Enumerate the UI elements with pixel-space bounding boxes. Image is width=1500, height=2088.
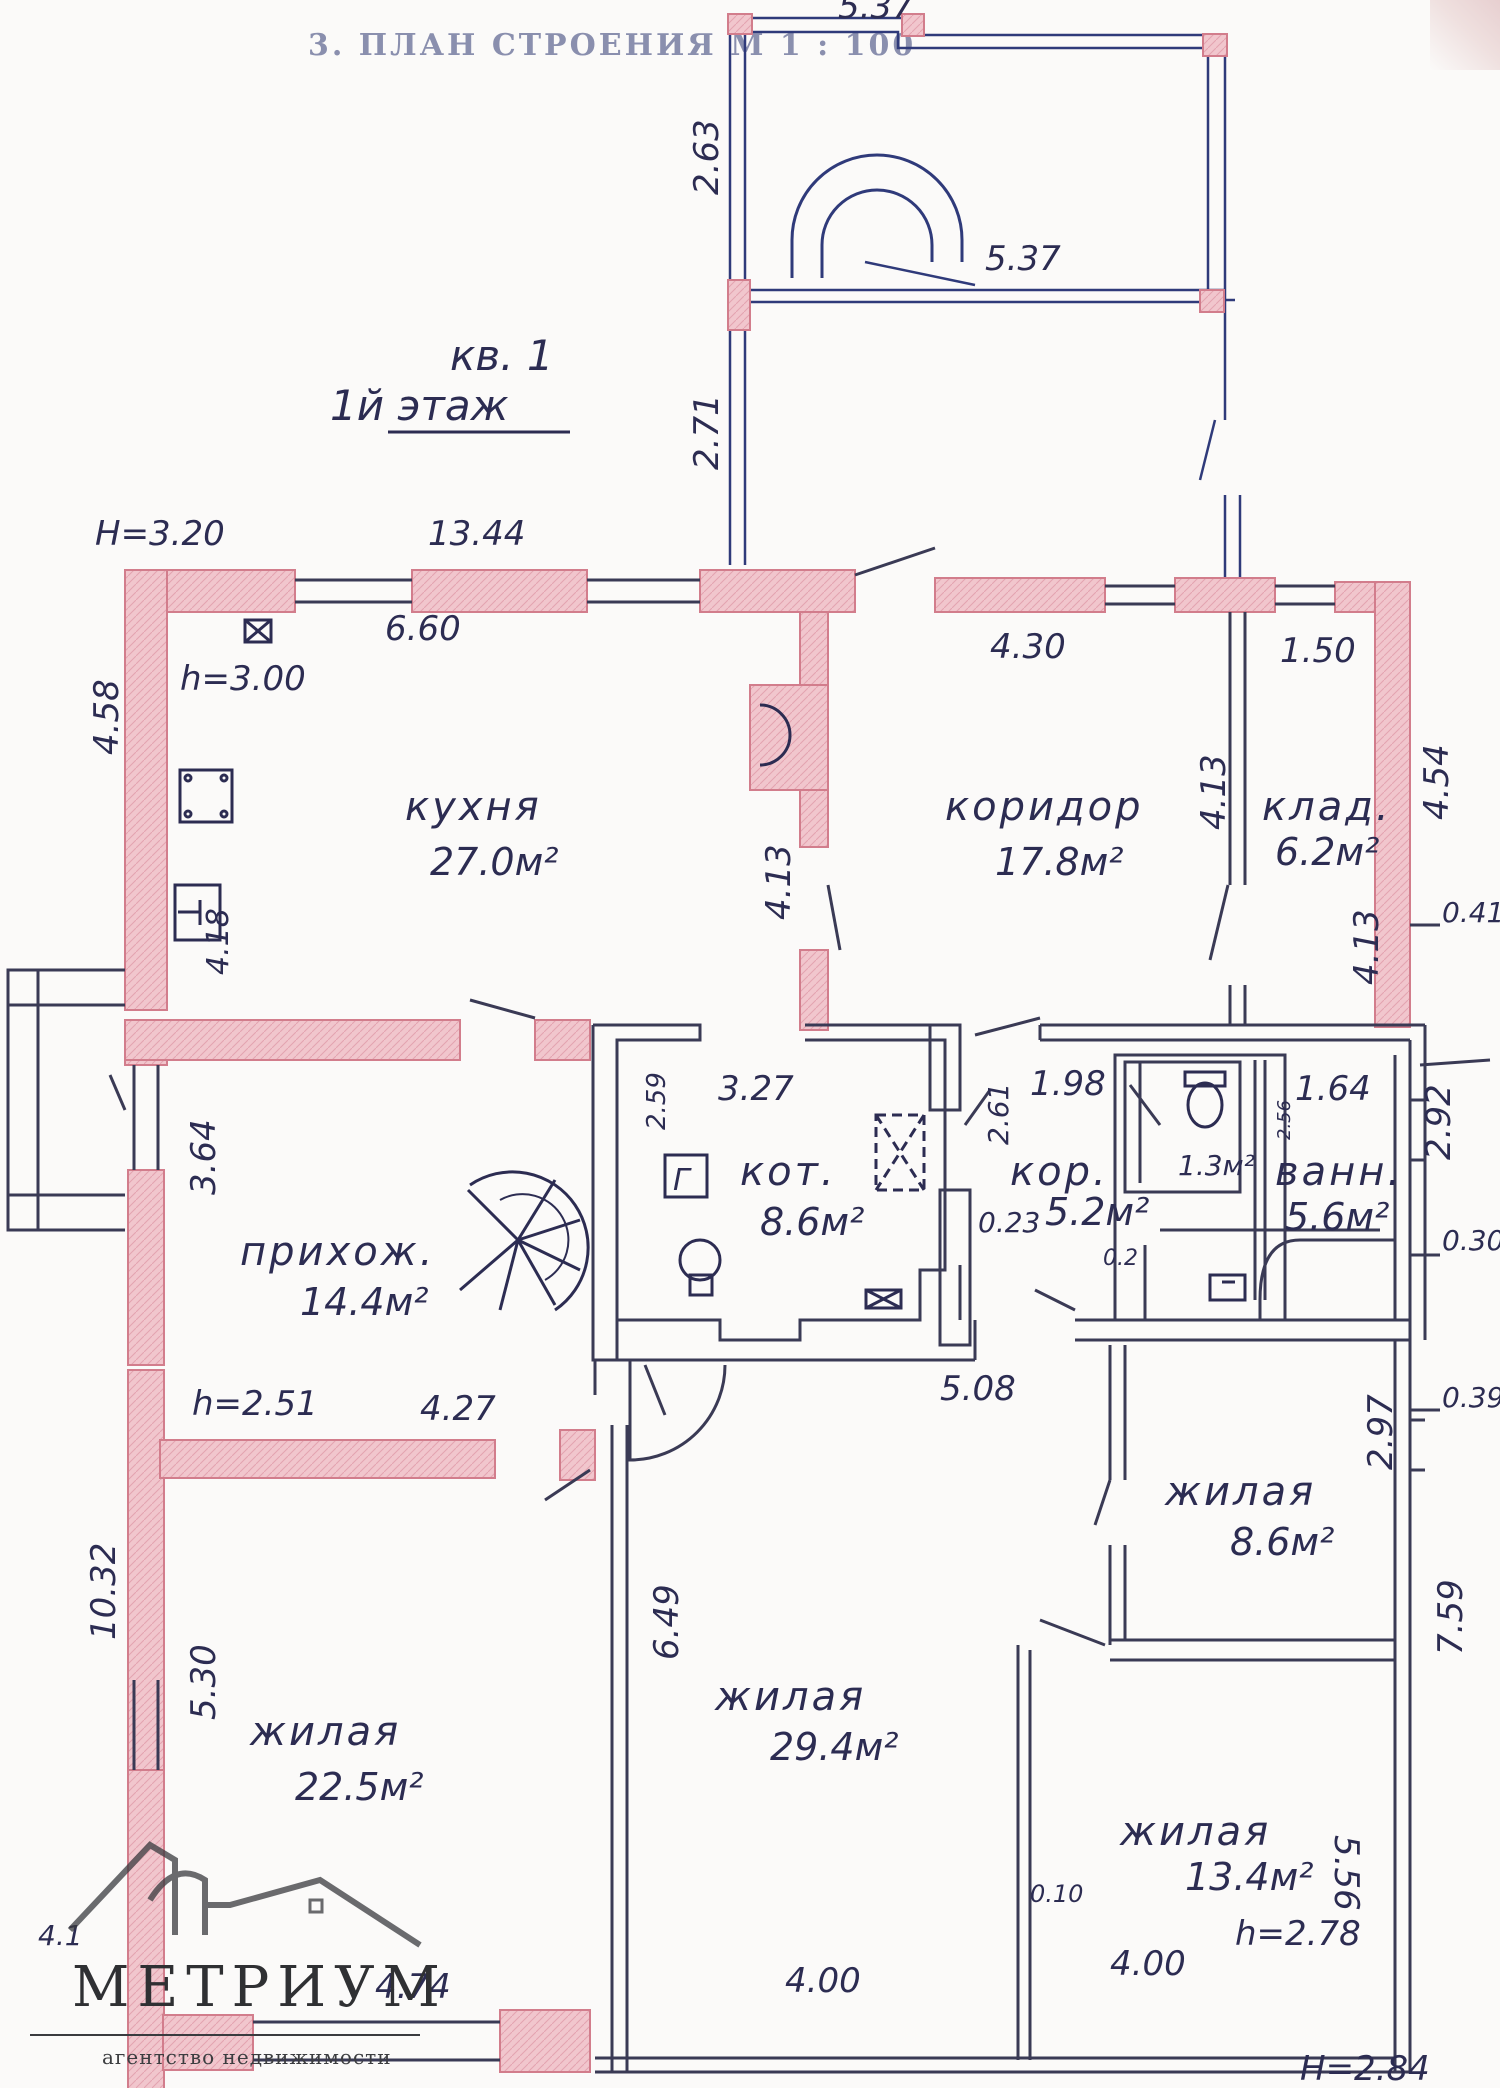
dimension-label: 4.58 [87, 679, 127, 755]
paper-corner [1430, 0, 1500, 70]
dimension-label: 5.30 [184, 1644, 224, 1720]
dimension-label: 2.56 [1274, 1100, 1295, 1140]
main-walls [124, 569, 1411, 2088]
dimension-label: 7.59 [1431, 1579, 1471, 1655]
dimension-label: 4.27 [420, 1389, 496, 1429]
dimension-label: 1.50 [1280, 631, 1356, 671]
company-tagline: агентство недвижимости [102, 2045, 392, 2069]
dimension-label: 0.23 [978, 1206, 1040, 1239]
dimension-label: 5.56 [1326, 1835, 1366, 1911]
dimension-label: 6.49 [647, 1584, 687, 1660]
fixtures [173, 618, 1247, 1312]
dimension-label: 4.30 [990, 627, 1066, 667]
room-area: 27.0м² [430, 840, 559, 884]
room-area: 5.2м² [1045, 1190, 1149, 1234]
dimension-label: 0.30 [1442, 1224, 1500, 1257]
room-area: 22.5м² [295, 1765, 424, 1809]
room-area: 17.8м² [995, 840, 1124, 884]
dimension-label: 2.71 [687, 394, 727, 470]
room-area: 1.3м² [1178, 1149, 1255, 1182]
dimension-label: 3.27 [718, 1069, 794, 1109]
apartment-label: кв. 1 [450, 331, 554, 380]
room-name: кот. [740, 1149, 837, 1195]
dimension-label: 0.39 [1442, 1381, 1500, 1414]
height-outer-bottom: Н=2.84 [1300, 2049, 1430, 2088]
dimension-label: 0.41 [1442, 896, 1500, 929]
dimension-label: 1.98 [1030, 1064, 1106, 1104]
height-hall: h=2.51 [192, 1384, 318, 1424]
room-name: прихож. [240, 1229, 435, 1275]
dimension-label: 10.32 [84, 1543, 124, 1640]
room-area: 8.6м² [760, 1200, 864, 1244]
dimension-label: 6.60 [385, 609, 461, 649]
veranda [728, 16, 1242, 590]
room-area: 6.2м² [1275, 830, 1379, 874]
room-name: жилая [249, 1709, 401, 1755]
dimension-label: 2.59 [642, 1072, 672, 1130]
room-name: ванн. [1275, 1149, 1403, 1195]
veranda-wall-posts [727, 13, 1228, 331]
dimension-label: 4.74 [375, 1967, 451, 2007]
room-name: жилая [714, 1674, 866, 1720]
thin-walls [6, 546, 1491, 2074]
dimension-label: 5.37 [985, 239, 1061, 279]
annotations: кв. 1 1й этаж Н=3.20 h=3.00 h=2.51 h=2.7… [38, 0, 1500, 2088]
room-name: кухня [405, 784, 542, 830]
room-area: 29.4м² [770, 1725, 899, 1769]
dimension-label: 5.37 [838, 0, 914, 27]
dimension-label: 2.63 [687, 119, 727, 195]
height-bedroom: h=2.78 [1235, 1914, 1361, 1954]
dimension-label: 5.08 [940, 1369, 1016, 1409]
room-area: 8.6м² [1230, 1520, 1334, 1564]
room-name: жилая [1164, 1469, 1316, 1515]
room-name: коридор [945, 784, 1144, 830]
dimension-label: 3.64 [184, 1119, 224, 1195]
company-name: МЕТРИУМ [72, 1955, 448, 2020]
room-name: клад. [1262, 784, 1392, 830]
room-area: 14.4м² [300, 1280, 429, 1324]
dimension-label: 2.61 [982, 1083, 1015, 1145]
dimension-label: 0.10 [1030, 1880, 1083, 1908]
boiler-symbol: Г [673, 1163, 692, 1198]
height-outer-top: Н=3.20 [95, 514, 225, 554]
dimension-label: 4.13 [1347, 909, 1387, 985]
dimension-label: 0.2 [1103, 1246, 1138, 1271]
dimension-label: 4.54 [1417, 744, 1457, 820]
room-area: 13.4м² [1185, 1855, 1314, 1899]
room-name: кор. [1010, 1149, 1109, 1195]
company-logo-mark [67, 1841, 422, 1948]
height-kitchen: h=3.00 [180, 659, 306, 699]
floor-label: 1й этаж [330, 381, 509, 430]
plan-header: 3. ПЛАН СТРОЕНИЯ М 1 : 100 [308, 28, 917, 63]
dimension-label: 4.18 [201, 908, 236, 975]
dimension-label: 1.64 [1295, 1069, 1371, 1109]
room-area: 5.6м² [1285, 1195, 1389, 1239]
dimension-label: 13.44 [428, 514, 525, 554]
dimension-label: 4.00 [1110, 1944, 1186, 1984]
dimension-label: 4.13 [759, 844, 799, 920]
dimension-label: 4.13 [1194, 754, 1234, 830]
dimension-label: 2.92 [1419, 1084, 1459, 1160]
room-name: жилая [1119, 1809, 1271, 1855]
dimension-label: 2.97 [1361, 1394, 1401, 1470]
dimension-label: 4.00 [785, 1961, 861, 2001]
